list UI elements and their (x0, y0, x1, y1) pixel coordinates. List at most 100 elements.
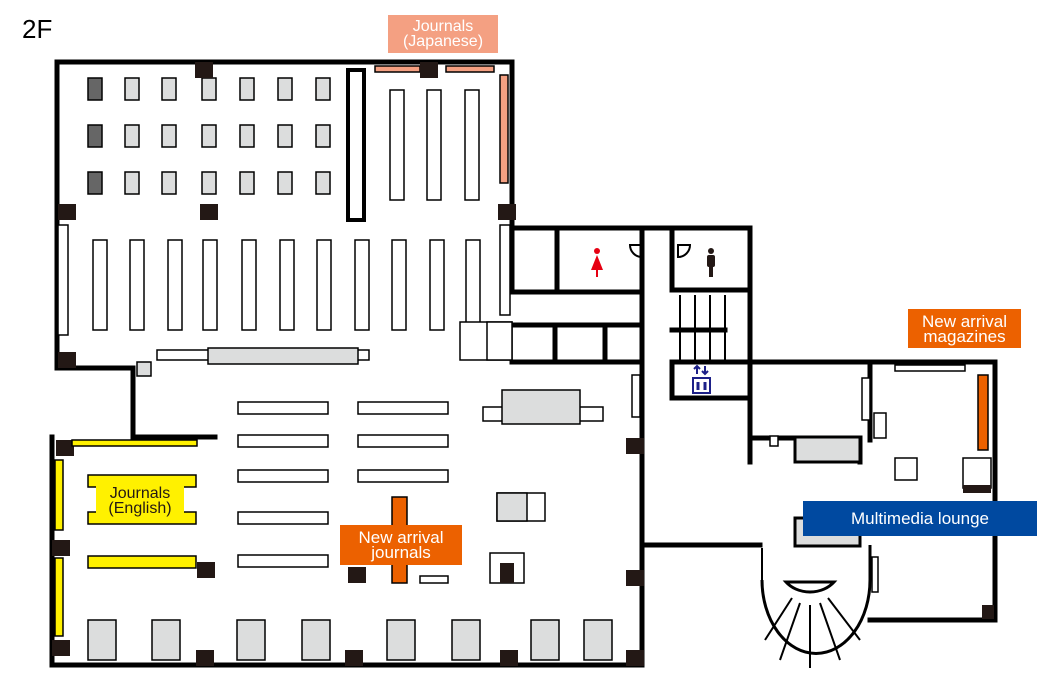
bookshelf (465, 239, 481, 331)
table (151, 619, 181, 661)
shelf (861, 377, 871, 421)
pillar (196, 650, 214, 666)
reading-table (237, 434, 329, 448)
journal-shelf-english (71, 439, 198, 447)
label-line: Journals (109, 485, 171, 502)
reading-table (237, 554, 329, 568)
pillar (195, 62, 213, 78)
pillar (500, 650, 518, 666)
mens-restroom-icon (707, 248, 715, 277)
carrel (201, 77, 217, 101)
table (793, 435, 862, 464)
pillar (200, 204, 218, 220)
pillar (52, 640, 70, 656)
table (236, 619, 266, 661)
bookshelf (429, 239, 445, 331)
label-line: New arrival (358, 528, 444, 547)
table (386, 619, 416, 661)
elevator-icon (692, 364, 711, 394)
carrel (87, 124, 103, 148)
pillar (626, 650, 644, 666)
carrel (87, 171, 103, 195)
shelf (873, 412, 887, 439)
bookshelf (202, 239, 218, 331)
pillar (58, 204, 76, 220)
label-journals-japanese: Journals (Japanese) (388, 15, 498, 53)
pillar (348, 567, 366, 583)
carrel (161, 171, 177, 195)
new-arrival-magazine-shelf (977, 374, 989, 451)
journal-shelf-japanese (499, 74, 509, 184)
table (583, 619, 613, 661)
pillar (56, 440, 74, 456)
label-text: Multimedia lounge (851, 509, 989, 528)
carrel (239, 77, 255, 101)
carrel (201, 171, 217, 195)
table (451, 619, 481, 661)
carrel (201, 124, 217, 148)
label-line: (Japanese) (402, 33, 484, 50)
label-new-arrival-magazines: New arrival magazines (908, 309, 1021, 348)
pillar (52, 540, 70, 556)
pillar (58, 352, 76, 368)
desk (496, 492, 528, 522)
pillar (197, 562, 215, 578)
door (769, 435, 779, 447)
pillar (626, 438, 644, 454)
pillar (626, 570, 644, 586)
journal-shelf-english (54, 459, 64, 531)
bookshelf (391, 239, 407, 331)
carrel (315, 171, 331, 195)
reading-table (237, 511, 329, 525)
bookshelf (346, 68, 366, 222)
bookshelf (241, 239, 257, 331)
label-line: journals (371, 543, 431, 562)
wall-shelf (57, 224, 69, 336)
shelf (894, 364, 966, 372)
carrel (124, 124, 140, 148)
floor-label: 2F (22, 14, 53, 44)
bookshelf (129, 239, 145, 331)
journal-shelf-english (54, 557, 64, 637)
bookshelf (92, 239, 108, 331)
womens-restroom-icon (591, 248, 603, 277)
carrel (277, 171, 293, 195)
label-journals-english: Journals (English) (96, 484, 184, 518)
carrel (87, 77, 103, 101)
journal-shelf-japanese (445, 65, 495, 73)
journal-shelf-japanese (374, 65, 421, 73)
carrel (124, 77, 140, 101)
bookshelf (426, 89, 442, 201)
carrel (239, 124, 255, 148)
bookshelf (389, 89, 405, 201)
staircase (679, 295, 872, 668)
label-line: Journals (412, 18, 474, 35)
carrel (161, 124, 177, 148)
pillar (498, 204, 516, 220)
label-line: magazines (923, 326, 1006, 346)
shelf (631, 374, 641, 418)
carrel (277, 124, 293, 148)
service-counter (207, 347, 359, 365)
carrel (239, 171, 255, 195)
carrel (277, 77, 293, 101)
reading-table (237, 469, 329, 483)
shelf (871, 556, 879, 593)
pillar (420, 62, 438, 78)
label-line: New arrival (921, 311, 1008, 331)
box (136, 361, 152, 377)
label-multimedia-lounge[interactable]: Multimedia lounge (803, 501, 1037, 536)
pillar (345, 650, 363, 666)
reading-table (357, 469, 449, 483)
reading-table (357, 401, 449, 415)
bookshelf (316, 239, 332, 331)
carrel (315, 77, 331, 101)
table (530, 619, 560, 661)
cabinet (962, 457, 992, 489)
bookshelf (354, 239, 370, 331)
wall-shelf (499, 224, 511, 316)
cabinet (963, 485, 991, 493)
carrel (124, 171, 140, 195)
shelf (419, 575, 449, 584)
